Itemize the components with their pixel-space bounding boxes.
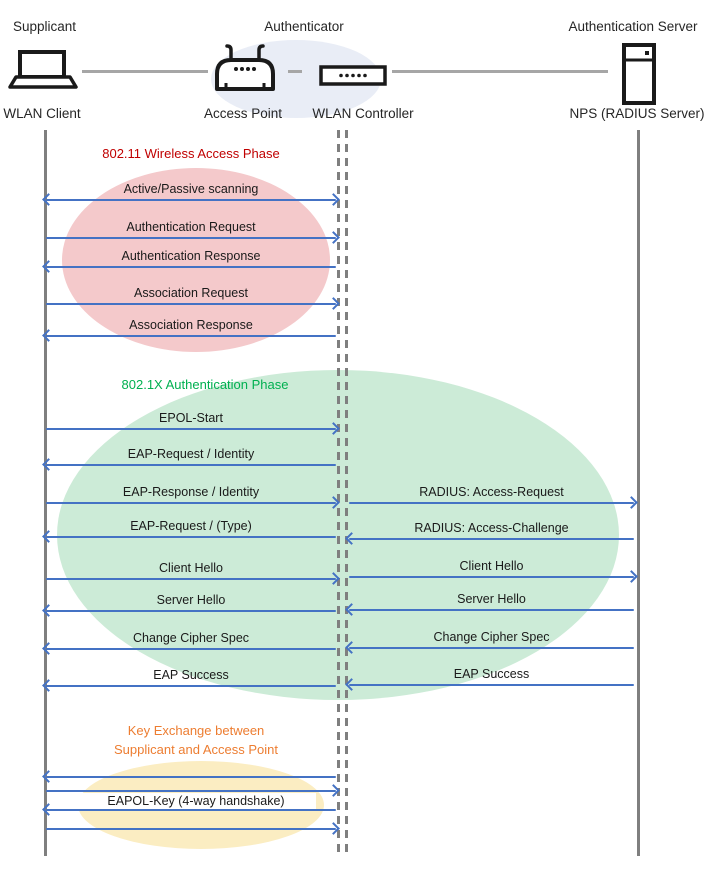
arrow-line	[349, 647, 634, 649]
arrow-line	[46, 776, 336, 778]
arrow-line	[46, 335, 336, 337]
label-wlan-client: WLAN Client	[3, 106, 81, 121]
arrow-line	[46, 303, 336, 305]
message-label: EAP-Response / Identity	[122, 485, 260, 499]
lifeline-controller-dash-2	[345, 130, 348, 856]
arrow-line	[46, 685, 336, 687]
arrow-line	[46, 237, 336, 239]
lifeline-controller-dash-1	[337, 130, 340, 856]
arrow-line	[46, 809, 336, 811]
arrow-line	[349, 538, 634, 540]
access-point-icon	[215, 44, 275, 91]
arrow-line	[46, 536, 336, 538]
lifeline-wlan-client	[44, 130, 47, 856]
phase-title-8021x-authentication: 802.1X Authentication Phase	[121, 377, 289, 392]
link-client-to-ap	[82, 70, 208, 73]
message-label: Change Cipher Spec	[132, 631, 250, 645]
arrow-line	[349, 502, 634, 504]
phase-title-line-2: Supplicant and Access Point	[113, 742, 279, 757]
message-label: EAP Success	[153, 668, 229, 682]
arrow-line	[349, 609, 634, 611]
arrow-line	[349, 684, 634, 686]
label-nps-radius-server: NPS (RADIUS Server)	[569, 106, 705, 121]
message-label: Authentication Response	[121, 249, 261, 263]
phase-title-key-exchange: Key Exchange between Supplicant and Acce…	[46, 721, 346, 759]
message-label: Active/Passive scanning	[123, 182, 259, 196]
message-label: EAP-Request / (Type)	[130, 519, 252, 533]
arrow-line	[46, 502, 336, 504]
laptop-icon	[8, 50, 78, 89]
arrow-line	[46, 266, 336, 268]
phase-title-80211-wireless-access: 802.11 Wireless Access Phase	[102, 146, 280, 161]
server-icon	[622, 43, 656, 105]
message-label: Server Hello	[457, 592, 526, 606]
message-label: EAP-Request / Identity	[127, 447, 255, 461]
message-label: EAP Success	[453, 667, 530, 681]
phase-ellipse-80211	[62, 168, 330, 352]
arrow-line	[46, 428, 336, 430]
label-wlan-controller: WLAN Controller	[312, 106, 414, 121]
arrow-line	[46, 648, 336, 650]
message-label: Client Hello	[459, 559, 524, 573]
message-label: Change Cipher Spec	[433, 630, 550, 644]
message-label: Association Response	[129, 318, 253, 332]
arrow-line	[349, 576, 634, 578]
eapol-key-handshake-label: EAPOL-Key (4-way handshake)	[76, 793, 316, 809]
role-authenticator: Authenticator	[264, 19, 344, 34]
message-label: Association Request	[134, 286, 248, 300]
lifeline-radius-server	[637, 130, 640, 856]
message-label: Server Hello	[156, 593, 226, 607]
arrow-line	[46, 464, 336, 466]
wlan-controller-icon	[319, 65, 387, 86]
arrow-line	[46, 610, 336, 612]
link-ap-to-controller	[288, 70, 302, 73]
arrow-line	[46, 828, 336, 830]
arrow-line	[46, 790, 336, 792]
role-supplicant: Supplicant	[13, 19, 77, 34]
role-authentication-server: Authentication Server	[568, 19, 698, 34]
label-access-point: Access Point	[203, 106, 283, 121]
arrow-line	[46, 578, 336, 580]
message-label: RADIUS: Access-Challenge	[414, 521, 569, 535]
arrow-line	[46, 199, 336, 201]
link-controller-to-server	[392, 70, 608, 73]
message-label: EPOL-Start	[159, 411, 223, 425]
message-label: Authentication Request	[126, 220, 256, 234]
message-label: RADIUS: Access-Request	[419, 485, 564, 499]
message-label: Client Hello	[159, 561, 223, 575]
phase-title-line-1: Key Exchange between	[127, 723, 265, 738]
